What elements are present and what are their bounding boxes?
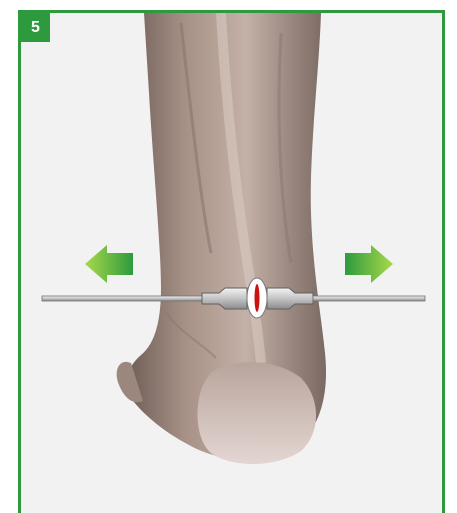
incision-icon — [247, 278, 267, 318]
ankle-illustration — [21, 13, 442, 513]
leg-shape — [117, 13, 326, 464]
arrow-left-icon — [85, 245, 133, 283]
scalpel-right-icon — [267, 288, 425, 309]
arrow-right-icon — [345, 245, 393, 283]
step-number-badge: 5 — [21, 13, 50, 42]
figure-frame: 5 — [18, 10, 445, 513]
